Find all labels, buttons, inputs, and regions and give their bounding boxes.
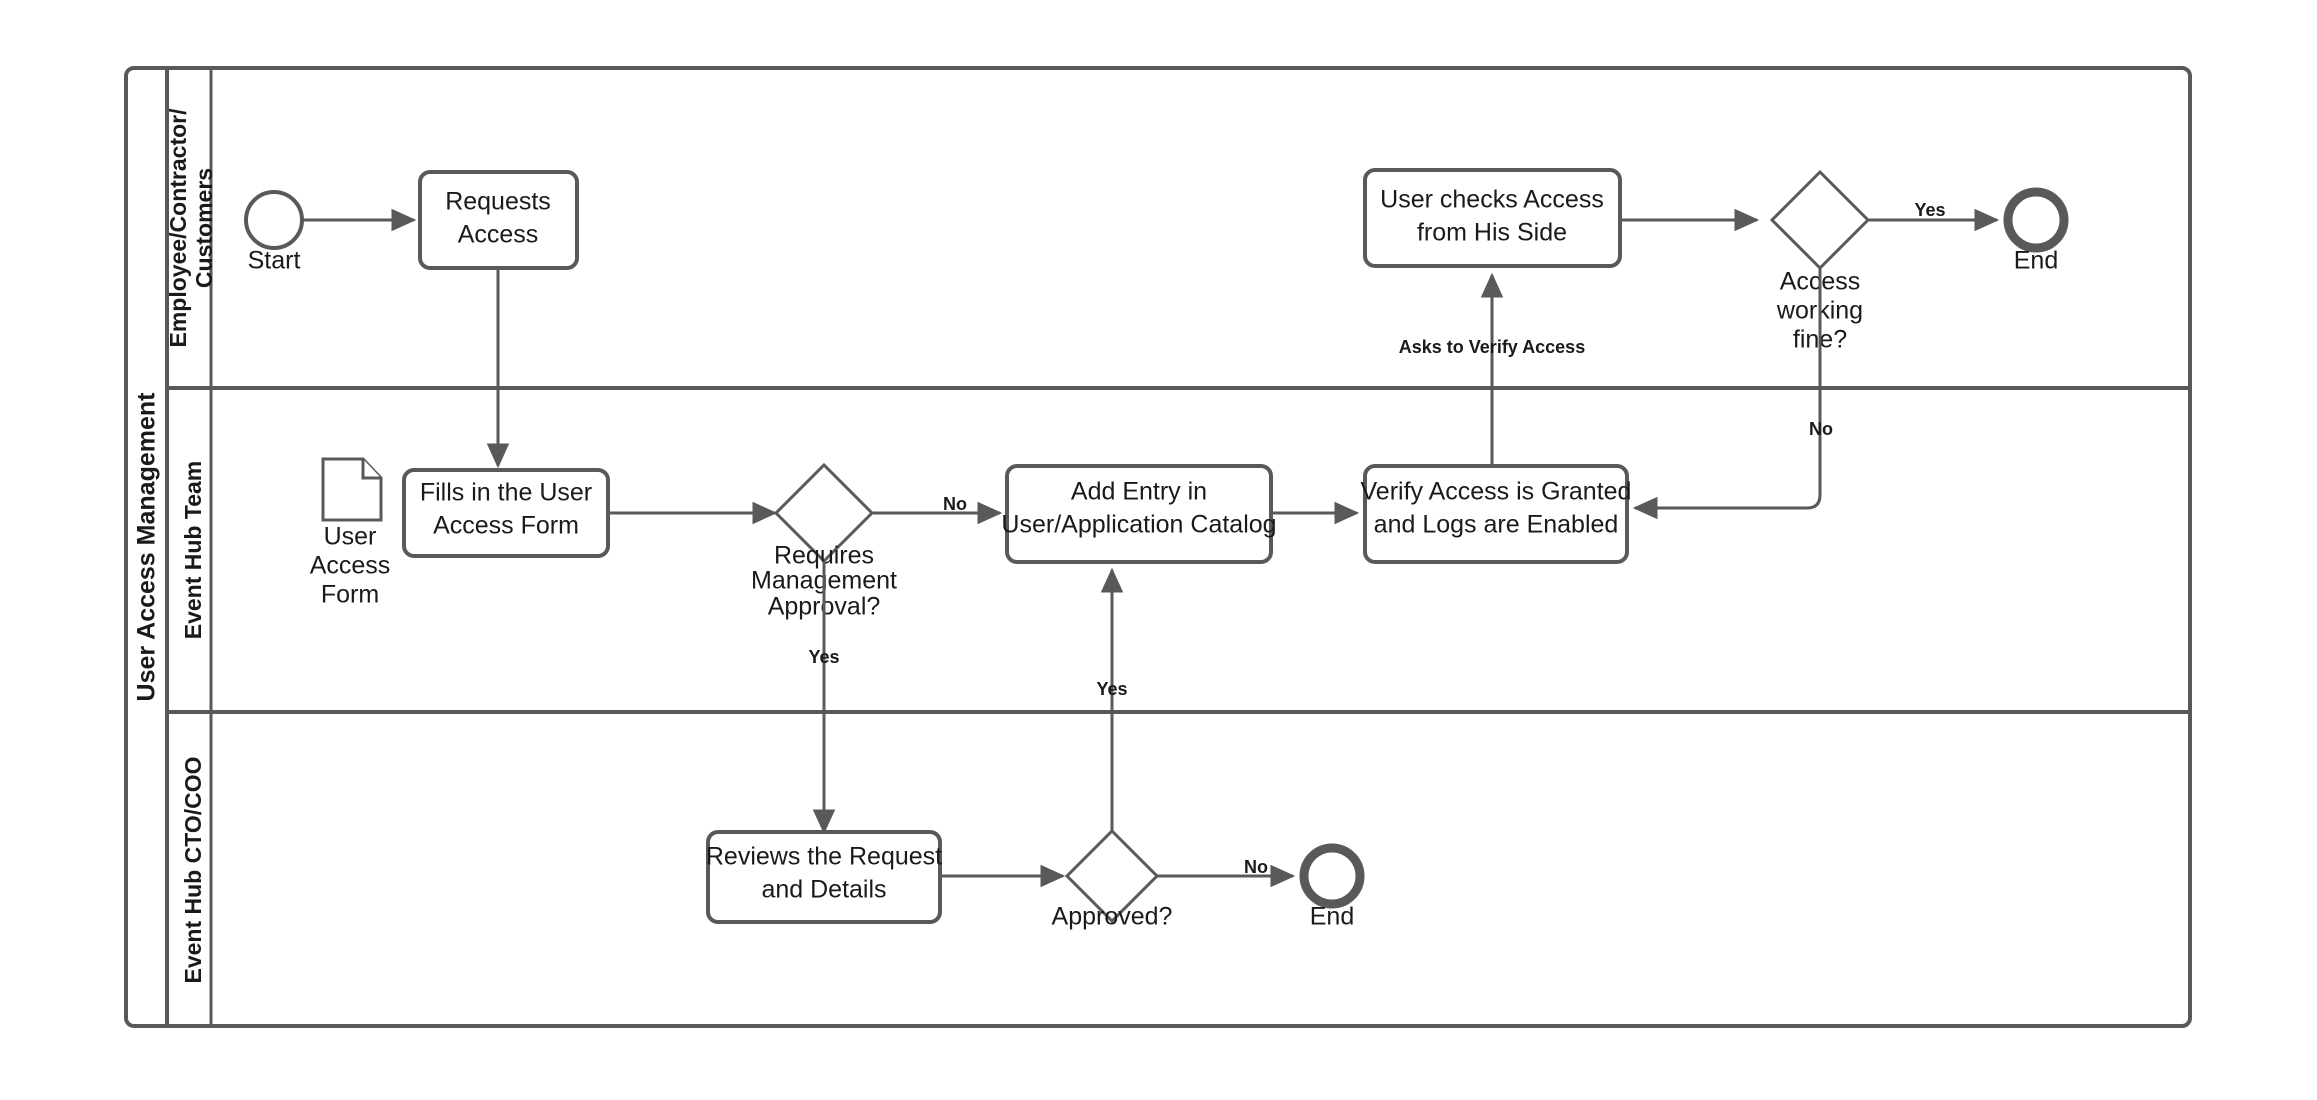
flow-label-access-working-yes: Yes <box>1914 200 1945 220</box>
flow-label-asks-to-verify-access: Asks to Verify Access <box>1399 337 1585 357</box>
flow-label-requires-approval-no: No <box>943 494 967 514</box>
task-verify-access-line1: Verify Access is Granted <box>1361 478 1632 506</box>
document-fold-icon <box>361 459 381 480</box>
end-event-top[interactable]: End <box>2003 187 2069 275</box>
gateway-access-working-fine-diamond[interactable] <box>1769 169 1871 271</box>
task-requests-access[interactable]: Requests Access <box>418 170 579 270</box>
flow-label-approved-no: No <box>1244 857 1268 877</box>
flow-label-requires-approval-yes: Yes <box>808 647 839 667</box>
task-fills-form-line2: Access Form <box>433 512 579 540</box>
end-event-top-label: End <box>2014 247 2058 275</box>
lane-dividers <box>167 68 2190 1026</box>
data-object-user-access-form[interactable]: User Access Form <box>310 457 391 609</box>
lane-label-employee: Employee/Contractor/ Customers <box>165 108 217 348</box>
task-user-checks-access-box[interactable] <box>1363 168 1622 268</box>
lane-label-event-hub-team: Event Hub Team <box>180 461 206 640</box>
pool-label: User Access Management <box>133 392 161 702</box>
pool-border <box>124 66 2192 1028</box>
lane-label-event-hub-cto: Event Hub CTO/COO <box>180 756 206 983</box>
start-event-label: Start <box>248 247 301 275</box>
start-event[interactable]: Start <box>244 190 304 275</box>
task-reviews-request-line2: and Details <box>761 876 886 904</box>
task-verify-access-line2: and Logs are Enabled <box>1374 511 1619 539</box>
gateway-approved[interactable]: Approved? <box>1052 828 1173 931</box>
task-verify-access-box[interactable] <box>1363 464 1629 564</box>
task-reviews-request[interactable]: Reviews the Request and Details <box>706 830 942 924</box>
task-requests-access-line2: Access <box>458 221 539 249</box>
data-object-label-line3: Form <box>321 581 379 609</box>
task-verify-access[interactable]: Verify Access is Granted and Logs are En… <box>1361 464 1632 564</box>
document-icon[interactable] <box>321 457 383 522</box>
task-fills-form[interactable]: Fills in the User Access Form <box>402 468 610 558</box>
pool-user-access-management: User Access Management <box>124 66 2192 1028</box>
end-event-bottom[interactable]: End <box>1299 843 1365 931</box>
flow-label-access-working-no: No <box>1809 419 1833 439</box>
lane-label-employee-line1: Employee/Contractor/ <box>165 108 191 348</box>
gateway-approved-label: Approved? <box>1052 903 1173 931</box>
data-object-label-line1: User <box>324 523 377 551</box>
lane-label-employee-line2: Customers <box>191 168 217 288</box>
flow-access-working-no-to-verify-access <box>1632 268 1822 520</box>
task-user-checks-access-line1: User checks Access <box>1380 186 1604 214</box>
flow-label-approved-yes: Yes <box>1096 679 1127 699</box>
gateway-approved-diamond[interactable] <box>1064 828 1160 924</box>
task-add-entry[interactable]: Add Entry in User/Application Catalog <box>1001 464 1277 564</box>
task-reviews-request-line1: Reviews the Request <box>706 843 942 871</box>
task-user-checks-access-line2: from His Side <box>1417 219 1567 247</box>
end-event-bottom-label: End <box>1310 903 1354 931</box>
end-event-top-circle[interactable] <box>2003 187 2069 253</box>
end-event-bottom-circle[interactable] <box>1299 843 1365 909</box>
task-add-entry-line2: User/Application Catalog <box>1001 511 1276 539</box>
data-object-label-line2: Access <box>310 552 391 580</box>
task-add-entry-line1: Add Entry in <box>1071 478 1207 506</box>
task-requests-access-line1: Requests <box>445 188 551 216</box>
task-fills-form-line1: Fills in the User <box>420 479 592 507</box>
task-user-checks-access[interactable]: User checks Access from His Side <box>1363 168 1622 268</box>
start-event-circle[interactable] <box>244 190 304 250</box>
